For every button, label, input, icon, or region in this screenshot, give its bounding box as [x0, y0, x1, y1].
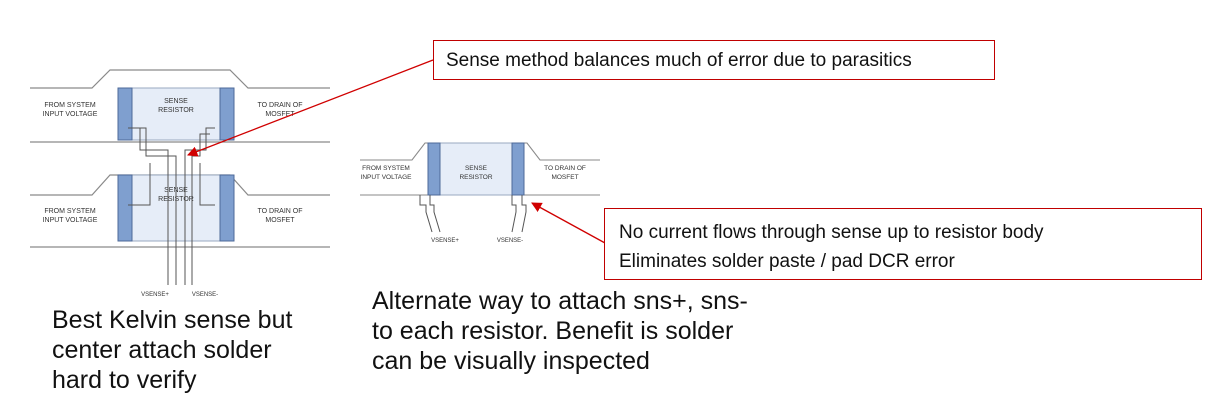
- right-sense-legs: [419, 195, 527, 233]
- caption-alternate-way: Alternate way to attach sns+, sns- to ea…: [372, 286, 812, 376]
- left-vsense-plus-label: VSENSE+: [141, 292, 169, 298]
- right-body-label-2: RESISTOR: [459, 174, 492, 181]
- left-top-from-label: FROM SYSTEM: [44, 102, 96, 109]
- caption-left-line: center attach solder: [52, 336, 272, 364]
- left-top-terminal-left: [117, 87, 133, 141]
- left-kelvin-traces: [128, 127, 215, 285]
- left-top-resistor-body: [117, 87, 235, 141]
- right-terminal-right: [511, 142, 525, 196]
- callout-no-current-line2: Eliminates solder paste / pad DCR error: [619, 251, 955, 272]
- left-vsense-minus-label: VSENSE-: [192, 292, 218, 298]
- callout-no-current-line1: No current flows through sense up to res…: [619, 222, 1044, 243]
- right-terminal-left: [427, 142, 441, 196]
- left-top-body-label: SENSE: [164, 98, 188, 105]
- callout-parasitics-text: Sense method balances much of error due …: [446, 50, 912, 71]
- left-top-resistor: FROM SYSTEM INPUT VOLTAGE SENSE RESISTOR…: [30, 69, 330, 143]
- caption-right-line: to each resistor. Benefit is solder: [372, 317, 734, 345]
- caption-right-line: can be visually inspected: [372, 347, 650, 375]
- left-bottom-terminal-right: [219, 174, 235, 242]
- left-bottom-from-label-2: INPUT VOLTAGE: [43, 217, 98, 224]
- caption-right-line: Alternate way to attach sns+, sns-: [372, 287, 748, 315]
- top-callout-arrow: [187, 59, 434, 157]
- right-to-label: TO DRAIN OF: [544, 165, 586, 172]
- right-from-label: FROM SYSTEM: [362, 165, 410, 172]
- callout-no-current: No current flows through sense up to res…: [604, 208, 1202, 280]
- left-bottom-resistor: FROM SYSTEM INPUT VOLTAGE SENSE RESISTOR…: [30, 174, 330, 248]
- left-top-to-label-2: MOSFET: [265, 111, 295, 118]
- left-top-terminal-right: [219, 87, 235, 141]
- bottom-callout-arrow: [531, 202, 606, 244]
- right-to-label-2: MOSFET: [551, 174, 578, 181]
- left-bottom-to-label-2: MOSFET: [265, 217, 295, 224]
- caption-left-line: hard to verify: [52, 366, 197, 394]
- callout-parasitics: Sense method balances much of error due …: [433, 40, 995, 80]
- right-vsense-plus-label: VSENSE+: [431, 238, 459, 244]
- left-bottom-from-label: FROM SYSTEM: [44, 208, 96, 215]
- right-resistor: FROM SYSTEM INPUT VOLTAGE SENSE RESISTOR…: [360, 142, 600, 196]
- left-top-from-label-2: INPUT VOLTAGE: [43, 111, 98, 118]
- right-body-label: SENSE: [465, 165, 488, 172]
- left-bottom-to-label: TO DRAIN OF: [258, 208, 303, 215]
- right-from-label-2: INPUT VOLTAGE: [361, 174, 413, 181]
- left-bottom-terminal-left: [117, 174, 133, 242]
- left-top-trace: [30, 69, 330, 143]
- right-vsense-minus-label: VSENSE-: [497, 238, 523, 244]
- caption-left-line: Best Kelvin sense but: [52, 306, 293, 334]
- left-top-body-label-2: RESISTOR: [158, 107, 194, 114]
- caption-best-kelvin: Best Kelvin sense but center attach sold…: [52, 305, 352, 395]
- left-top-to-label: TO DRAIN OF: [258, 102, 303, 109]
